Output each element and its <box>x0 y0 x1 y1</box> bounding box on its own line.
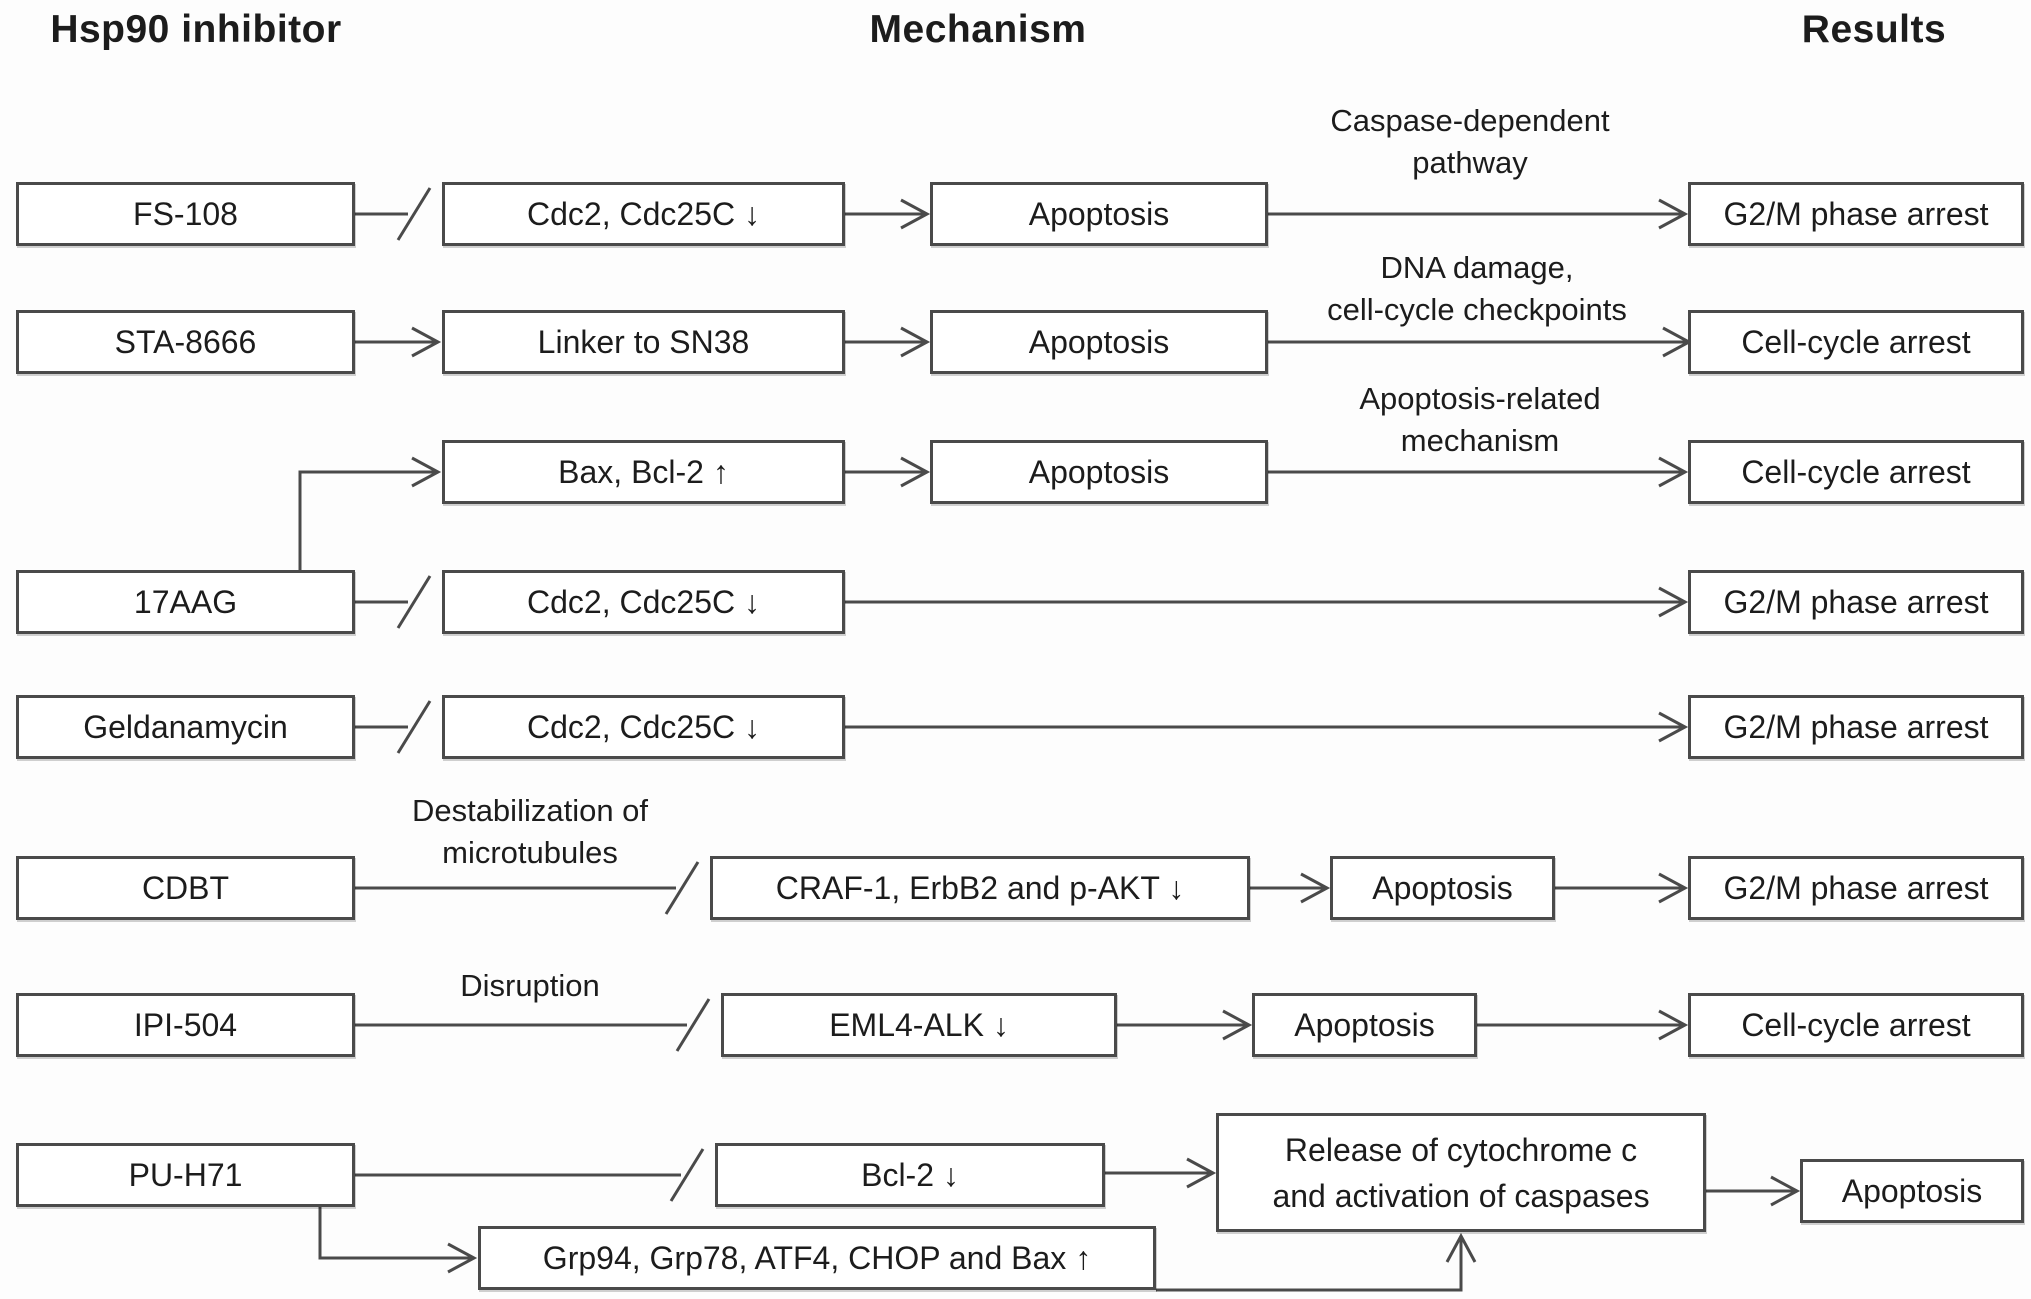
edge-geldanamycin-to-mechanism <box>355 700 432 754</box>
node-bax-bcl2: Bax, Bcl-2 ↑ <box>442 440 845 504</box>
edge-sta8666-to-mechanism <box>355 326 442 358</box>
edge-label-apoptosis-related: Apoptosis-related mechanism <box>1359 381 1601 458</box>
node-puh71-result-apoptosis: Apoptosis <box>1800 1159 2024 1223</box>
node-cdbt-apoptosis: Apoptosis <box>1330 856 1555 920</box>
node-sta8666-result: Cell-cycle arrest <box>1688 310 2024 374</box>
node-fs108-mechanism: Cdc2, Cdc25C ↓ <box>442 182 845 246</box>
edge-puh71-to-bcl2 <box>355 1148 705 1202</box>
edge-sta8666-apoptosis-to-result <box>1268 326 1693 358</box>
edge-ipi504-apoptosis-to-result <box>1477 1009 1689 1041</box>
edge-puh71-branch-to-grp94 <box>318 1207 478 1274</box>
node-fs108-apoptosis: Apoptosis <box>930 182 1268 246</box>
node-bax-result: Cell-cycle arrest <box>1688 440 2024 504</box>
node-cdbt-mechanism: CRAF-1, ErbB2 and p-AKT ↓ <box>710 856 1250 920</box>
node-puh71-bcl2: Bcl-2 ↓ <box>715 1143 1105 1207</box>
edge-release-to-apoptosis <box>1706 1175 1801 1207</box>
edge-bax-to-apoptosis <box>845 456 931 488</box>
node-geldanamycin-result: G2/M phase arrest <box>1688 695 2024 759</box>
node-fs108: FS-108 <box>16 182 355 246</box>
node-17aag: 17AAG <box>16 570 355 634</box>
node-sta8666-apoptosis: Apoptosis <box>930 310 1268 374</box>
node-sta8666: STA-8666 <box>16 310 355 374</box>
edge-label-caspase-pathway: Caspase-dependent pathway <box>1330 103 1610 180</box>
node-17aag-result: G2/M phase arrest <box>1688 570 2024 634</box>
edge-ipi504-mech-to-apoptosis <box>1117 1009 1253 1041</box>
node-ipi504-mechanism: EML4-ALK ↓ <box>721 993 1117 1057</box>
edge-fs108-mech-to-apoptosis <box>845 198 931 230</box>
edge-sta8666-mech-to-apoptosis <box>845 326 931 358</box>
edge-geldanamycin-mech-to-result <box>845 711 1689 743</box>
edge-bax-apoptosis-to-result <box>1268 456 1689 488</box>
edge-fs108-to-mechanism <box>355 187 432 241</box>
edge-label-dna-damage: DNA damage, cell-cycle checkpoints <box>1327 250 1627 327</box>
edge-cdbt-apoptosis-to-result <box>1555 872 1689 904</box>
node-cytochrome-release: Release of cytochrome c and activation o… <box>1216 1113 1706 1232</box>
edge-label-destabilization: Destabilization of microtubules <box>411 793 649 870</box>
edge-cdbt-mech-to-apoptosis <box>1250 872 1331 904</box>
node-ipi504-result: Cell-cycle arrest <box>1688 993 2024 1057</box>
edge-grp94-to-release <box>1156 1232 1477 1292</box>
node-sta8666-mechanism: Linker to SN38 <box>442 310 845 374</box>
node-grp94-chop: Grp94, Grp78, ATF4, CHOP and Bax ↑ <box>478 1226 1156 1290</box>
edge-ipi504-to-mechanism <box>355 998 711 1052</box>
node-cdbt: CDBT <box>16 856 355 920</box>
node-geldanamycin-mechanism: Cdc2, Cdc25C ↓ <box>442 695 845 759</box>
header-hsp90-inhibitor: Hsp90 inhibitor <box>50 8 342 51</box>
header-results: Results <box>1801 8 1947 51</box>
edge-17aag-to-mechanism <box>355 575 432 629</box>
edge-17aag-mech-to-result <box>845 586 1689 618</box>
node-17aag-mechanism: Cdc2, Cdc25C ↓ <box>442 570 845 634</box>
node-bax-apoptosis: Apoptosis <box>930 440 1268 504</box>
edge-bcl2-to-release <box>1105 1157 1217 1189</box>
node-puh71: PU-H71 <box>16 1143 355 1207</box>
node-ipi504: IPI-504 <box>16 993 355 1057</box>
node-geldanamycin: Geldanamycin <box>16 695 355 759</box>
node-cdbt-result: G2/M phase arrest <box>1688 856 2024 920</box>
node-ipi504-apoptosis: Apoptosis <box>1252 993 1477 1057</box>
edge-fs108-apoptosis-to-result <box>1268 198 1689 230</box>
edge-cdbt-to-mechanism <box>355 861 700 915</box>
node-fs108-result: G2/M phase arrest <box>1688 182 2024 246</box>
header-mechanism: Mechanism <box>869 8 1087 51</box>
edge-17aag-branch-to-bax <box>298 456 442 570</box>
edge-label-disruption: Disruption <box>460 968 600 1003</box>
